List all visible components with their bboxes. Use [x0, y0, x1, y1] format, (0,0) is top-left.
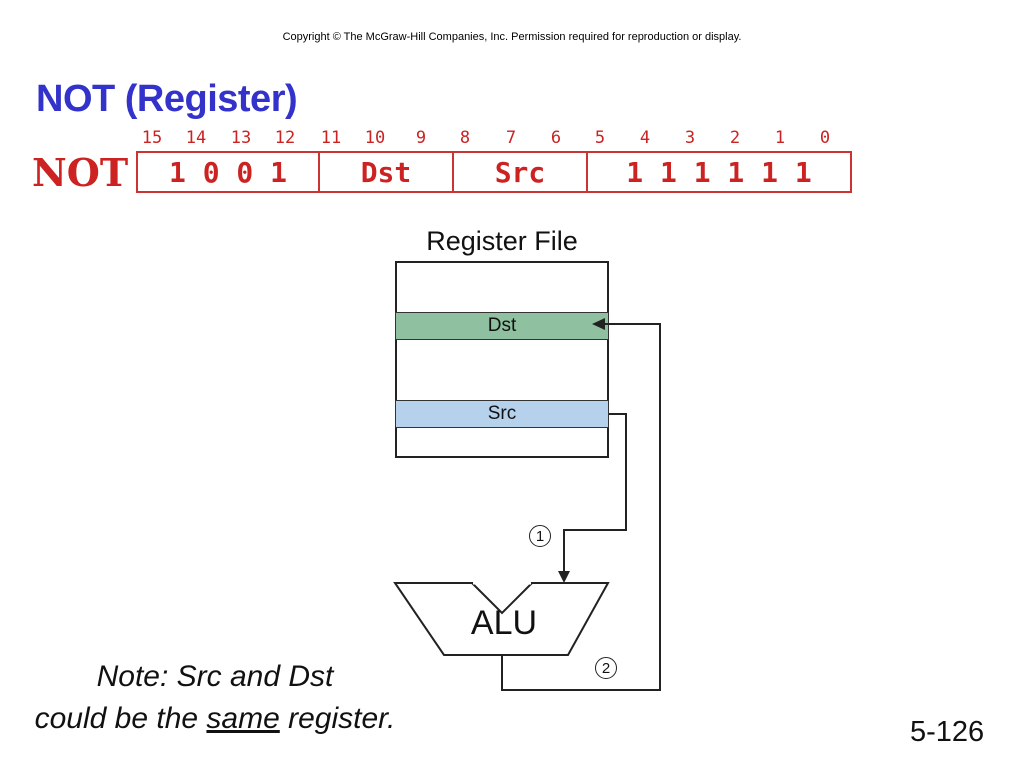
copyright-notice: Copyright © The McGraw-Hill Companies, I…: [282, 31, 742, 43]
note-line-1: Note: Src and Dst: [96, 660, 334, 693]
register-file-title: Register File: [426, 226, 578, 256]
alu-notch: [471, 582, 533, 615]
bit-number: 5: [594, 128, 606, 148]
note-line-2: could be the same register.: [0, 698, 430, 740]
note-emphasis: same: [206, 702, 280, 735]
src-to-alu-wire: [563, 413, 627, 572]
dst-field: Dst: [318, 153, 452, 191]
alu-label: ALU: [470, 604, 538, 642]
dst-register: Dst: [395, 312, 609, 340]
bit-number: 7: [505, 128, 517, 148]
bit-number: 14: [185, 128, 207, 148]
arrow-head-alu: [558, 571, 570, 583]
slide-title: NOT (Register): [36, 78, 298, 120]
bit-number: 11: [320, 128, 342, 148]
bit-number: 3: [684, 128, 696, 148]
bit-number: 10: [364, 128, 386, 148]
note-line-2-end: register.: [279, 702, 396, 735]
bit-number-row: 15 14 13 12 11 10 9 8 7 6 5 4 3 2 1 0: [136, 128, 852, 148]
bit-number: 4: [639, 128, 651, 148]
bit-number: 9: [415, 128, 427, 148]
step-marker-2: 2: [595, 657, 617, 679]
bit-number: 8: [459, 128, 471, 148]
bit-number: 6: [550, 128, 562, 148]
note-text: Note: Src and Dst could be the same regi…: [0, 656, 430, 740]
register-file: Dst Src: [395, 261, 609, 458]
bit-number: 0: [819, 128, 831, 148]
alu-shape: [393, 582, 610, 656]
opcode-field: 1 0 0 1: [168, 155, 287, 189]
step-marker-1: 1: [529, 525, 551, 547]
instruction-format: 1 0 0 1 Dst Src 1 1 1 1 1 1: [136, 151, 852, 193]
src-register: Src: [395, 400, 609, 428]
opcode-label: NOT: [32, 150, 129, 195]
bit-number: 15: [141, 128, 163, 148]
bit-number: 13: [230, 128, 252, 148]
alu-to-dst-wire: [501, 323, 661, 691]
arrow-head-dst: [592, 318, 605, 330]
note-line-2-start: could be the: [34, 702, 207, 735]
constant-bits-field: 1 1 1 1 1 1: [586, 153, 850, 191]
bit-number: 1: [774, 128, 786, 148]
page-number: 5-126: [910, 716, 985, 748]
bit-number: 12: [274, 128, 296, 148]
src-field: Src: [452, 153, 586, 191]
bit-number: 2: [729, 128, 741, 148]
